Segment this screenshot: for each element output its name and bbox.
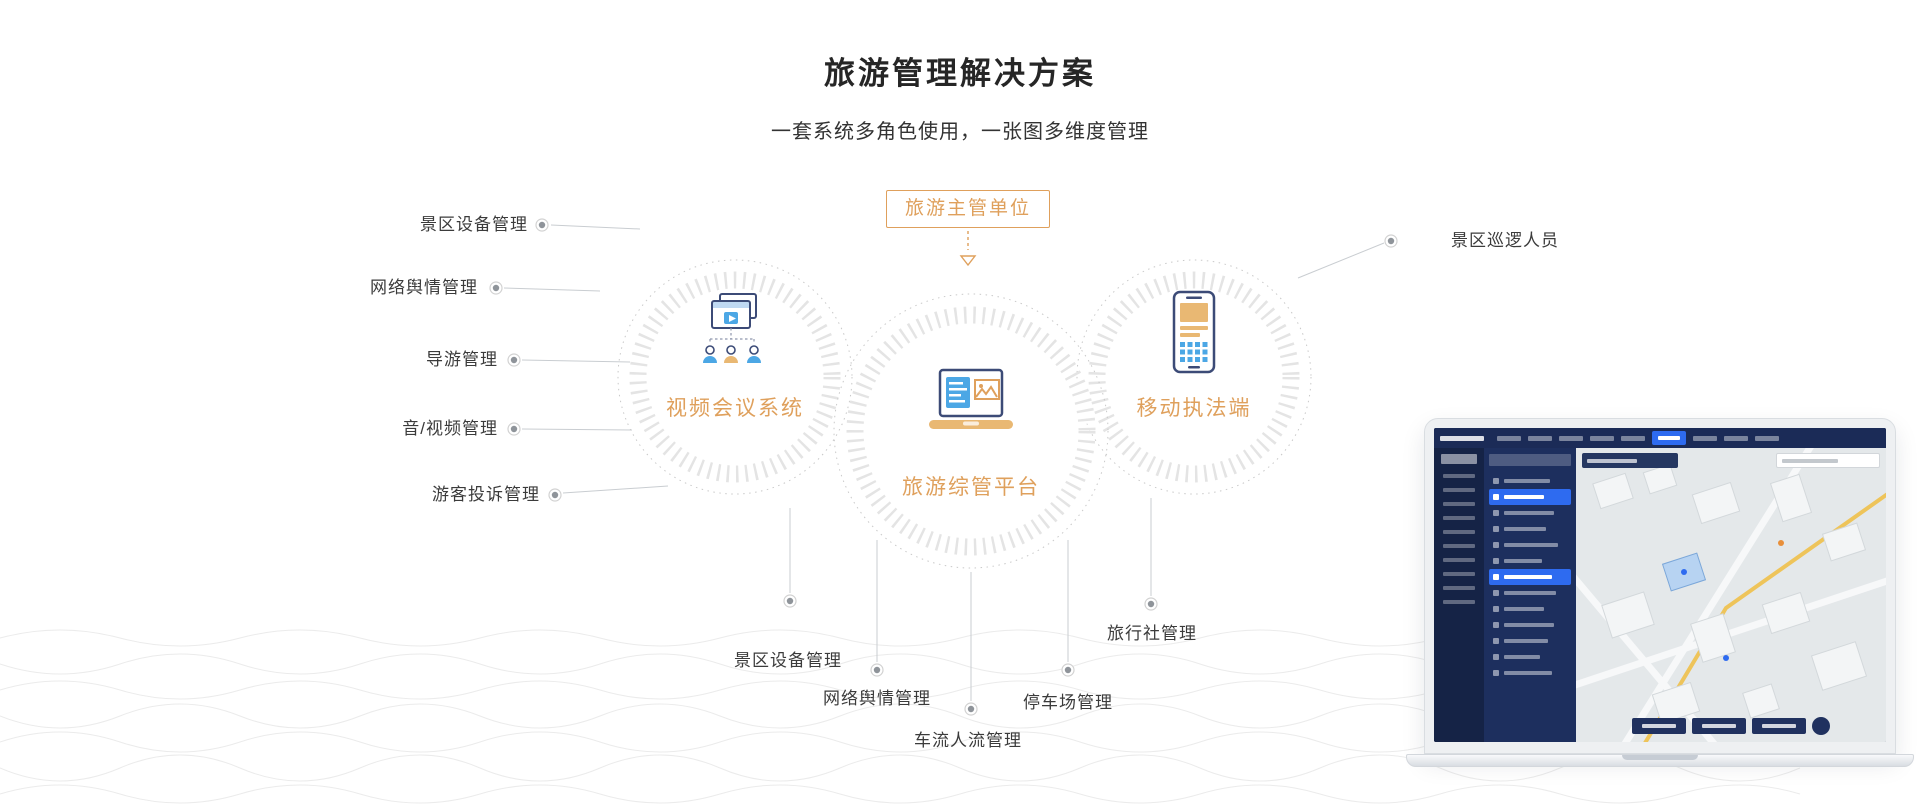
map-layer-selector: [1582, 453, 1678, 468]
map-toolbar-button: [1632, 718, 1686, 734]
dashboard-map-panel: [1563, 436, 1886, 742]
feature-label-bottom-3: 车流人流管理: [914, 731, 1022, 750]
feature-label-bottom-4: 停车场管理: [1023, 693, 1113, 712]
dashboard-nav-item: [1724, 435, 1748, 441]
feature-label-left-2: 网络舆情管理: [370, 278, 478, 297]
dashboard-nav-item: [1621, 435, 1645, 441]
dashboard-sidebar-primary: [1434, 448, 1484, 742]
laptop-base: [1406, 754, 1914, 767]
node-label-mobile-enforcement: 移动执法端: [1136, 397, 1252, 420]
laptop-screen-bezel: [1424, 418, 1896, 754]
feature-label-left-1: 景区设备管理: [420, 215, 528, 234]
dashboard-nav-item: [1559, 435, 1583, 441]
feature-label-bottom-1: 景区设备管理: [734, 651, 842, 670]
node-label-video-conference: 视频会议系统: [666, 397, 804, 420]
dashboard-sidebar-secondary: [1484, 448, 1576, 742]
dashboard-nav-item: [1528, 435, 1552, 441]
dashboard-body: [1434, 436, 1886, 742]
map-toolbar-button: [1692, 718, 1746, 734]
dashboard-nav-item-active: [1652, 431, 1686, 445]
mobile-phone-icon: [1172, 290, 1216, 374]
dashboard-nav-item: [1497, 435, 1521, 441]
dashboard-nav-item: [1693, 435, 1717, 441]
page-subtitle: 一套系统多角色使用，一张图多维度管理: [771, 121, 1149, 143]
map-toolbar-round-button: [1812, 717, 1830, 735]
laptop-platform-icon: [929, 368, 1013, 429]
authority-box: 旅游主管单位: [886, 190, 1050, 228]
node-label-platform: 旅游综管平台: [902, 476, 1040, 499]
laptop-mockup: [1406, 418, 1914, 767]
dashboard-screenshot: [1434, 428, 1886, 742]
map-toolbar-button: [1752, 718, 1806, 734]
dashboard-nav-item: [1755, 435, 1779, 441]
dashboard-nav-item: [1590, 435, 1614, 441]
authority-label: 旅游主管单位: [904, 198, 1031, 219]
dashboard-logo: [1440, 435, 1484, 441]
video-node-ring: [617, 259, 853, 495]
page-title: 旅游管理解决方案: [824, 56, 1096, 91]
map-search-box: [1776, 453, 1880, 468]
feature-label-left-4: 音/视频管理: [402, 419, 498, 438]
feature-label-bottom-2: 网络舆情管理: [823, 689, 931, 708]
feature-label-right-1: 景区巡逻人员: [1451, 231, 1559, 250]
feature-label-left-5: 游客投诉管理: [432, 485, 540, 504]
mobile-node-ring: [1076, 259, 1312, 495]
platform-node-ring: [833, 293, 1109, 569]
feature-label-left-3: 导游管理: [426, 350, 498, 369]
connector-dots: [489, 218, 1398, 716]
video-conference-icon: [703, 293, 761, 363]
connector-lines: [503, 224, 1385, 701]
feature-label-bottom-5: 旅行社管理: [1107, 624, 1197, 643]
map-3d-view: [1563, 436, 1886, 742]
map-toolbar: [1632, 717, 1830, 735]
down-arrow-icon: [959, 231, 977, 267]
dashboard-topnav: [1434, 428, 1886, 448]
section-header: 旅游管理解决方案 一套系统多角色使用，一张图多维度管理: [0, 48, 1920, 144]
